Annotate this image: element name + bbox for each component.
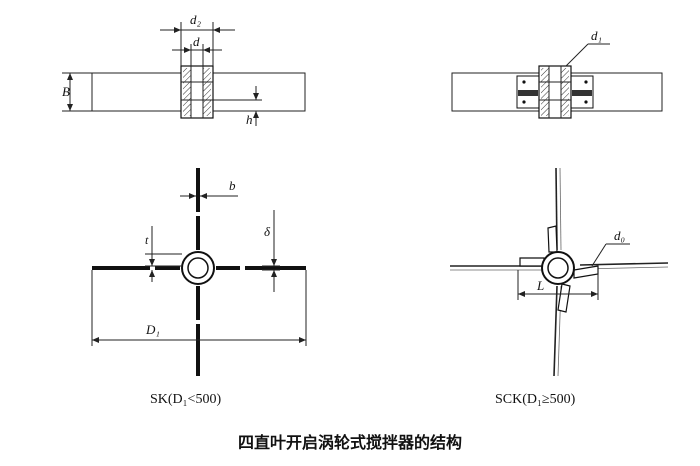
- figure-title: 四直叶开启涡轮式搅拌器的结构: [238, 433, 462, 452]
- sk-side-view: d₂ d B h: [62, 12, 306, 127]
- d1-leader-line: [565, 43, 589, 67]
- sk-blade-left: [92, 266, 180, 270]
- sk-hub-bore: [187, 257, 209, 279]
- label-b: b: [229, 178, 236, 193]
- sck-top-view: d₀ L: [450, 167, 669, 377]
- sck-bracket-right: [573, 265, 599, 279]
- label-d: d: [193, 34, 200, 49]
- sk-blade-bottom: [196, 286, 200, 376]
- label-d0: d₀: [614, 228, 625, 243]
- d0-leader-line: [591, 243, 607, 267]
- label-t: t: [145, 233, 149, 247]
- sck-bracket-bottom: [557, 283, 571, 313]
- label-L: L: [536, 278, 544, 293]
- caption-sck: SCK(D₁≥500): [495, 392, 576, 407]
- sck-side-view: d₁: [451, 28, 663, 119]
- label-B: B: [62, 84, 70, 99]
- sck-blade-right: [579, 262, 669, 266]
- label-d2: d₂: [190, 12, 202, 27]
- sk-hub-hatch-right: [203, 68, 211, 116]
- sk-blade-right: [216, 266, 306, 270]
- label-D1: D₁: [145, 322, 160, 337]
- sk-hub-hatch-left: [183, 68, 191, 116]
- caption-sk: SK(D₁<500): [150, 392, 221, 407]
- sck-bracket-left: [519, 257, 545, 267]
- sck-blade-bottom: [553, 285, 558, 377]
- sck-hub-bore: [547, 257, 569, 279]
- label-h: h: [246, 112, 253, 127]
- sk-top-view: b t δ D₁: [91, 168, 307, 376]
- sk-blade-top: [196, 168, 200, 250]
- label-delta: δ: [264, 224, 271, 239]
- label-d1: d₁: [591, 28, 602, 43]
- sck-bracket-top: [547, 225, 558, 253]
